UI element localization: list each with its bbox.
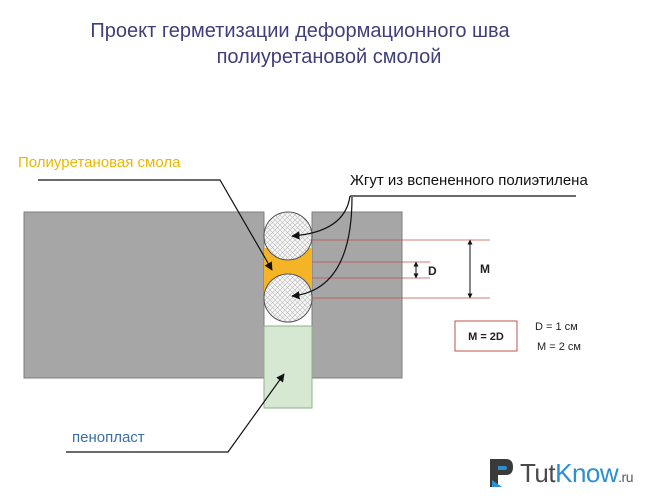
logo-ru: .ru [618,468,633,485]
title-line-2: полиуретановой смолой [216,46,442,68]
foam-filler [263,325,313,409]
m-value: M = 2 см [537,341,581,353]
left-slab [23,211,265,379]
resin-leader [38,179,273,271]
cord-bottom [263,273,313,323]
cord-leader-bottom [291,196,353,300]
m-label: M [480,262,490,276]
title-line-1: Проект герметизации деформационного шва [90,20,510,42]
logo-mark-icon [486,456,516,490]
d-label: D [428,264,437,278]
d-value: D = 1 см [535,321,578,333]
logo-know: Know [555,457,619,488]
logo-text: TutKnow.ru [520,458,633,489]
formula-text: M = 2D [468,331,504,343]
cord-leader-top [291,195,351,240]
right-slab [311,211,403,379]
dimension-guides [312,239,490,299]
foam-leader [66,373,285,453]
tutknow-logo: TutKnow.ru [486,455,633,491]
foam-label: пенопласт [72,429,145,446]
page-title: Проект герметизации деформационного шва … [0,18,650,70]
formula-box [454,320,518,352]
cord-label: Жгут из вспененного полиэтилена [350,172,588,189]
logo-tut: Tut [520,457,556,488]
cord-top [263,211,313,261]
resin-label: Полиуретановая смола [18,154,181,171]
